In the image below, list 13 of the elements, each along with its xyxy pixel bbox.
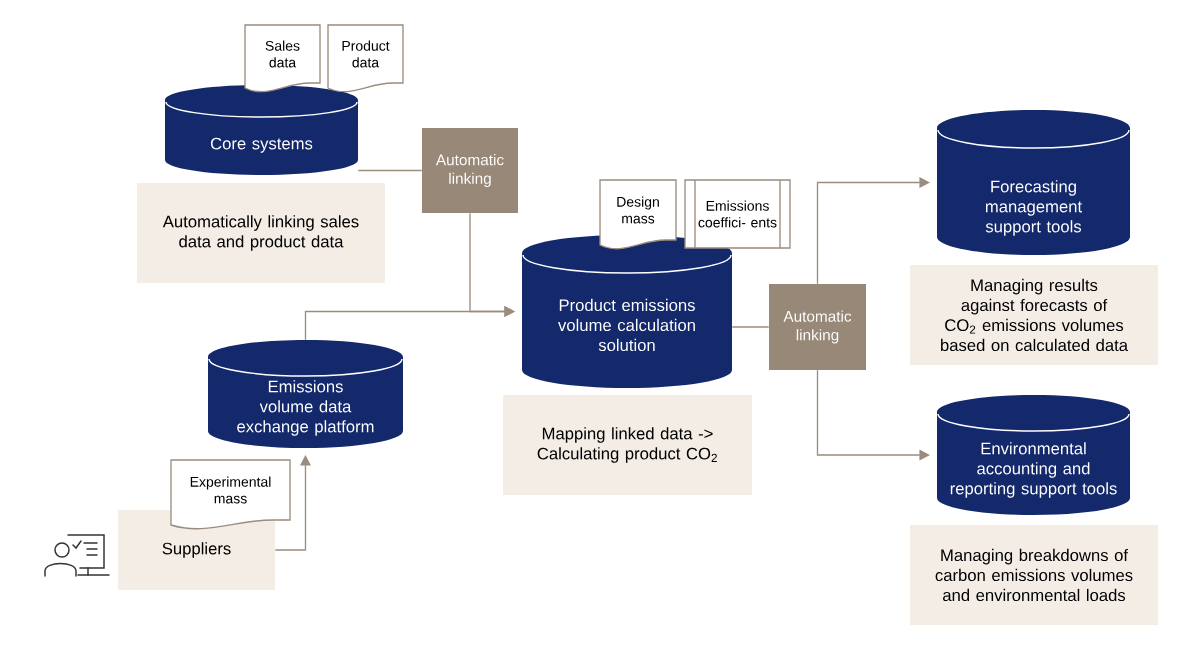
note-box: Automatically linking sales data and product data — [137, 183, 385, 283]
connector-line — [357, 169, 423, 172]
database-cylinder: Environmental accounting and reporting support tools — [937, 395, 1131, 515]
database-cylinder: Core systems — [165, 85, 358, 175]
note-box: Managing results against forecasts of CO$_{2}$ emissions volumes based on calculated data — [910, 265, 1158, 365]
database-cylinder: Emissions volume data exchange platform — [208, 340, 403, 448]
database-cylinder: Product emissions volume calculation solution — [522, 235, 732, 388]
note-box: Managing breakdowns of carbon emissions volumes and environmental loads — [910, 525, 1158, 625]
database-cylinder: Forecasting management support tools — [937, 110, 1131, 255]
process-box: Automatic linking — [422, 128, 518, 213]
note-box: Mapping linked data -> Calculating product CO$_{2}$ — [503, 395, 752, 495]
process-box: Automatic linking — [769, 284, 866, 370]
connector-line — [731, 326, 770, 328]
